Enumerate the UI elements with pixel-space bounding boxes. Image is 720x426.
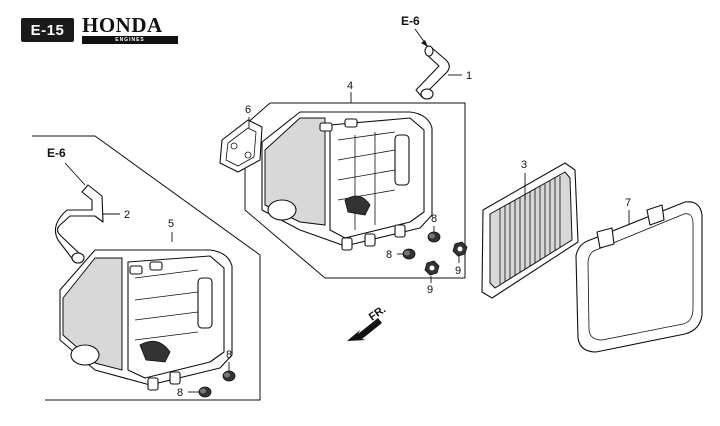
callout-9a: 9 (455, 265, 461, 277)
frame-lower-assembly (32, 135, 261, 401)
grommet-8a (427, 231, 441, 243)
callout-8b: 8 (386, 249, 392, 261)
brand-subtitle: ENGINES (82, 36, 178, 44)
air-cleaner-cover (575, 201, 703, 353)
grommet-8c (222, 370, 236, 382)
callout-4: 4 (347, 80, 353, 92)
nut-9b (424, 260, 440, 276)
front-direction-arrow (347, 318, 382, 341)
cross-ref-left[interactable]: E-6 (47, 146, 66, 160)
callout-leaders (103, 74, 630, 393)
callout-8d: 8 (177, 387, 183, 399)
callout-9b: 9 (427, 284, 433, 296)
callout-6: 6 (245, 104, 251, 116)
callout-8a: 8 (431, 213, 437, 225)
grommet-8b (402, 248, 416, 260)
breather-tube-lower (54, 184, 104, 264)
callout-8c: 8 (226, 349, 232, 361)
leader-ref-left (64, 162, 86, 186)
front-direction-label: FR. (367, 303, 388, 323)
air-cleaner-case-lower (59, 249, 233, 391)
page-code-badge: E-15 (21, 18, 74, 42)
breather-tube-upper (415, 45, 450, 100)
air-cleaner-case-upper (261, 111, 433, 251)
cross-ref-top[interactable]: E-6 (401, 14, 420, 28)
honda-engines-logo: HONDA ENGINES (82, 13, 180, 44)
gasket (219, 119, 263, 173)
callout-2: 2 (124, 209, 130, 221)
brand-name: HONDA (82, 13, 163, 37)
grommet-8d (198, 386, 212, 398)
callout-3: 3 (521, 159, 527, 171)
callout-1: 1 (466, 70, 472, 82)
air-filter-element (481, 162, 579, 299)
arrow-ref-top (421, 40, 428, 47)
callout-5: 5 (168, 218, 174, 230)
callout-7: 7 (625, 197, 631, 209)
nut-9a (452, 241, 468, 257)
